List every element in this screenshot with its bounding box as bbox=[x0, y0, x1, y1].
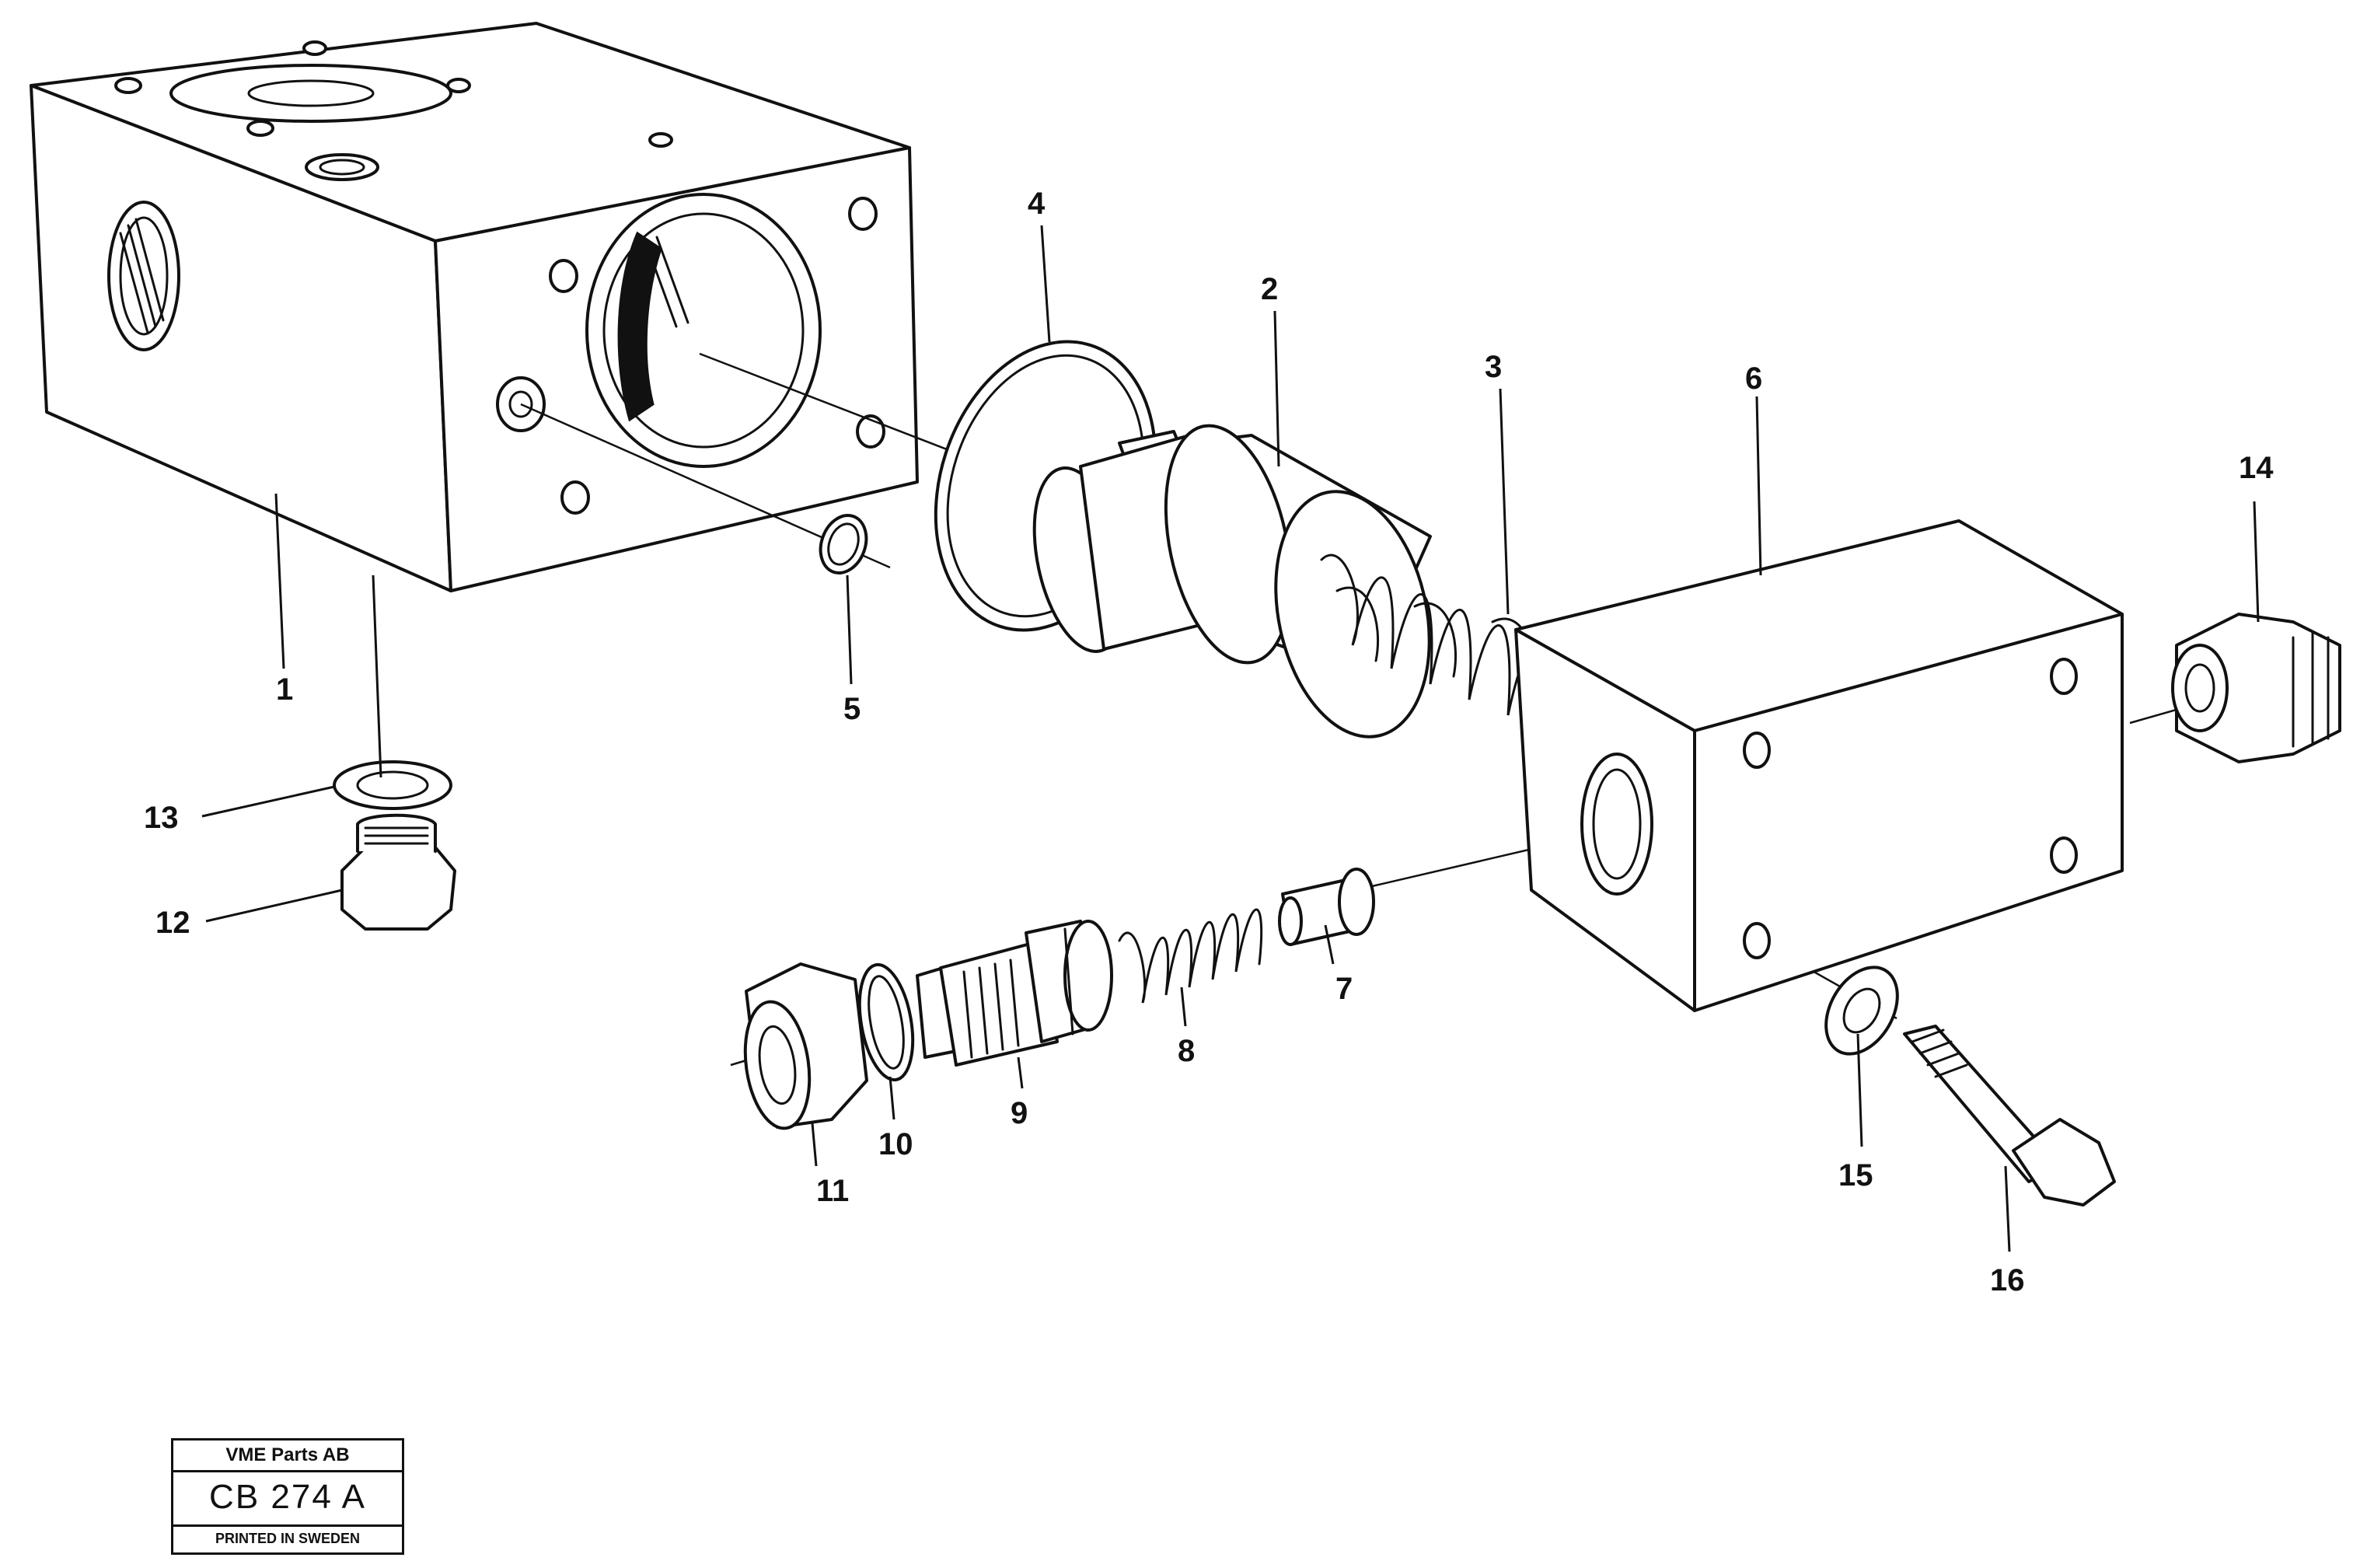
callout-16: 16 bbox=[1990, 1263, 2025, 1297]
adjusting-screw-part-9 bbox=[916, 920, 1113, 1067]
fitting-part-14 bbox=[2171, 613, 2341, 763]
callout-13: 13 bbox=[144, 801, 179, 835]
valve-block-part-6 bbox=[1514, 519, 2124, 1012]
callout-3: 3 bbox=[1485, 350, 1502, 384]
callout-11: 11 bbox=[816, 1174, 849, 1208]
poppet-part-7 bbox=[1278, 868, 1375, 946]
washer-part-15 bbox=[1824, 966, 1899, 1056]
callout-14: 14 bbox=[2239, 451, 2274, 485]
title-block-company: VME Parts AB bbox=[173, 1441, 402, 1472]
callout-2: 2 bbox=[1261, 272, 1278, 306]
washer-part-13 bbox=[333, 760, 452, 810]
bolt-part-16 bbox=[1903, 1025, 2116, 1207]
piston-part-2 bbox=[1032, 424, 1432, 739]
callout-12: 12 bbox=[155, 906, 190, 940]
valve-housing-part-1 bbox=[30, 22, 919, 592]
callout-9: 9 bbox=[1011, 1096, 1028, 1130]
title-block: VME Parts AB CB 274 A PRINTED IN SWEDEN bbox=[171, 1438, 404, 1555]
cap-nut-part-11 bbox=[743, 962, 868, 1130]
callout-6: 6 bbox=[1745, 361, 1762, 396]
small-o-ring-part-5 bbox=[819, 514, 868, 574]
title-block-printed-note: PRINTED IN SWEDEN bbox=[215, 1531, 360, 1546]
small-spring-part-8 bbox=[1118, 908, 1263, 1004]
plug-part-12 bbox=[340, 813, 456, 931]
callout-4: 4 bbox=[1028, 187, 1046, 221]
callout-8: 8 bbox=[1178, 1034, 1195, 1068]
callout-7: 7 bbox=[1335, 972, 1353, 1006]
callout-1: 1 bbox=[276, 672, 293, 707]
callout-15: 15 bbox=[1838, 1158, 1873, 1193]
leader-lines bbox=[201, 225, 2260, 1252]
title-block-drawing-code: CB 274 A bbox=[173, 1470, 402, 1527]
callout-labels: 1 2 3 4 5 6 7 8 9 10 11 12 13 14 15 16 bbox=[144, 187, 2274, 1297]
callout-10: 10 bbox=[878, 1127, 913, 1161]
callout-5: 5 bbox=[843, 692, 861, 726]
